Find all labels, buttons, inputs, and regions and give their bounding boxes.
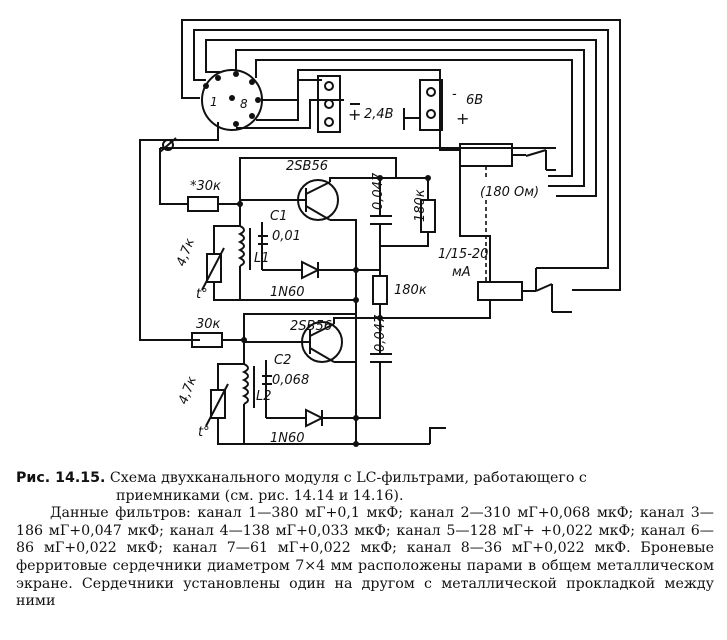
stage1-thermistor-temp: t°	[196, 287, 208, 302]
relay: (180 Ом)	[459, 143, 572, 313]
stage1-input-resistor: *30к	[190, 179, 221, 194]
stage1-cap-value: 0,01	[272, 229, 301, 244]
stage2-cap-value: 0,068	[272, 373, 309, 388]
stage2-thermistor: 4,7к	[176, 374, 200, 406]
stage1-thermistor: 4,7к	[174, 236, 198, 268]
milliammeter: 1/15-20 мА	[438, 166, 491, 319]
circuit-schematic: 1 8 + 2,4В - 6В + (180 Ом)	[139, 19, 621, 447]
din-connector: 1 8	[201, 69, 263, 131]
stage1-coil: L1	[254, 251, 270, 266]
supply-6v-plus: +	[456, 109, 469, 128]
connector-pin-1: 1	[210, 95, 218, 109]
figure-caption: Рис. 14.15. Схема двухканального модуля …	[16, 470, 714, 611]
supply-6v-minus: -	[452, 87, 457, 102]
stage2-transistor: 2SB56	[290, 319, 332, 334]
stage2-input-resistor: 30к	[196, 317, 221, 332]
stage-2: 30к 2SB56 C2 0,068 L2 4,7к t°	[176, 313, 446, 447]
stage2-coil: L2	[256, 389, 272, 404]
stage2-diode: 1N60	[270, 431, 305, 446]
meter-range-line1: 1/15-20	[438, 247, 488, 262]
supply-2-4v-sign: +	[348, 105, 361, 124]
figure-title: Схема двухканального модуля с LC-фильтра…	[109, 470, 587, 486]
supply-6v-label: 6В	[466, 93, 483, 108]
filter-data-text: Данные фильтров: канал 1—380 мГ+0,1 мкФ;…	[16, 505, 714, 557]
connector-pin-8: 8	[240, 97, 248, 111]
stage1-collector-resistor: 180к	[413, 189, 428, 222]
terminal-block-6v: - 6В +	[403, 79, 483, 131]
stage1-transistor: 2SB56	[286, 159, 328, 174]
ground-rail	[159, 137, 556, 153]
stage2-thermistor-temp: t°	[198, 425, 210, 440]
connector-bundle-wires	[139, 19, 621, 341]
stage2-cap-collector: 0,047	[373, 314, 388, 352]
stage2-cap-name: C2	[274, 353, 291, 368]
supply-2-4v-label: 2,4В	[364, 107, 394, 122]
cores-description-text: Броневые ферритовые сердечники диаметром…	[16, 540, 714, 610]
terminal-block-2-4v: + 2,4В	[317, 75, 394, 133]
stage1-diode: 1N60	[270, 285, 305, 300]
stage1-cap-collector: 0,047	[371, 172, 386, 210]
figure-number: Рис. 14.15.	[16, 470, 106, 486]
meter-range-line2: мА	[452, 265, 471, 280]
relay-resistance: (180 Ом)	[480, 185, 539, 200]
stage1-load-resistor: 180к	[394, 283, 427, 298]
figure-subtitle: приемниками (см. рис. 14.14 и 14.16).	[116, 487, 404, 504]
stage-1: *30к 2SB56 C1 0,01 L1 4,7к t°	[159, 148, 450, 444]
stage1-cap-name: C1	[270, 209, 287, 224]
